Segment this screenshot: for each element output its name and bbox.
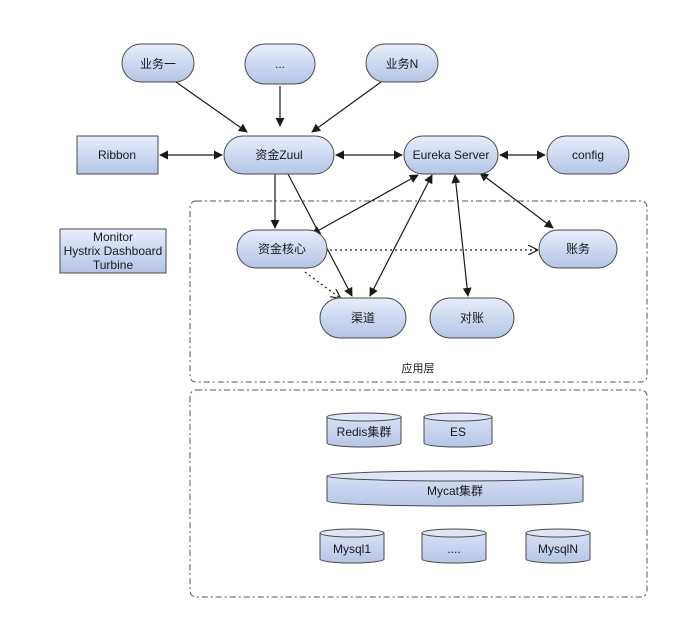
node-account-label: 账务: [566, 241, 590, 256]
app-layer-zone: [189, 200, 648, 383]
storage-mysql1-label: Mysql1: [333, 542, 371, 556]
node-bizN-label: 业务N: [386, 56, 419, 71]
node-ribbon-label: Ribbon: [98, 148, 136, 162]
node-monitor-line1: Monitor: [93, 230, 133, 244]
node-eureka: Eureka Server: [403, 135, 499, 175]
node-monitor: Monitor Hystrix Dashboard Turbine: [59, 228, 167, 274]
node-channel-label: 渠道: [351, 311, 375, 325]
storage-mysql-mid: ....: [421, 528, 487, 564]
edge-eureka-account: [479, 172, 554, 229]
edge-biz1-zuul: [175, 81, 248, 133]
storage-es: ES: [423, 412, 493, 448]
node-eureka-label: Eureka Server: [413, 148, 490, 162]
storage-redis: Redis集群: [326, 412, 402, 448]
node-monitor-line3: Turbine: [93, 258, 134, 272]
storage-mysqlN: MysqlN: [525, 528, 591, 564]
edges: [159, 81, 554, 298]
node-biz-mid: ...: [244, 43, 316, 85]
node-biz-mid-label: ...: [275, 57, 285, 71]
node-bizN: 业务N: [365, 43, 439, 83]
node-account: 账务: [538, 229, 618, 269]
node-biz1-label: 业务一: [140, 56, 176, 71]
node-core-label: 资金核心: [258, 241, 306, 256]
app-layer-label: 应用层: [402, 361, 435, 375]
storage-mycat-label: Mycat集群: [427, 483, 483, 498]
storage-mysql-mid-label: ....: [447, 542, 460, 556]
storage-redis-label: Redis集群: [337, 424, 392, 439]
node-biz1: 业务一: [121, 43, 195, 83]
data-layer-zone: [189, 389, 648, 598]
node-zuul: 资金Zuul: [223, 135, 335, 175]
storage-es-label: ES: [450, 425, 466, 439]
node-core: 资金核心: [236, 229, 328, 269]
node-ribbon: Ribbon: [76, 135, 159, 175]
node-channel: 渠道: [319, 297, 407, 339]
node-monitor-line2: Hystrix Dashboard: [64, 244, 163, 258]
edge-bizN-zuul: [311, 81, 382, 133]
storage-mysqlN-label: MysqlN: [538, 542, 578, 556]
edge-eureka-core: [311, 174, 419, 235]
storage-mycat: Mycat集群: [326, 470, 584, 507]
node-reconcile-label: 对账: [460, 311, 484, 325]
node-config: config: [546, 135, 630, 175]
node-zuul-label: 资金Zuul: [255, 147, 302, 162]
node-reconcile: 对账: [429, 297, 515, 339]
edge-eureka-reconcile: [451, 174, 472, 297]
storage-mysql1: Mysql1: [319, 528, 385, 564]
edge-eureka-channel: [369, 174, 433, 297]
edge-core-channel-dotted: [304, 271, 340, 298]
node-config-label: config: [572, 148, 604, 162]
